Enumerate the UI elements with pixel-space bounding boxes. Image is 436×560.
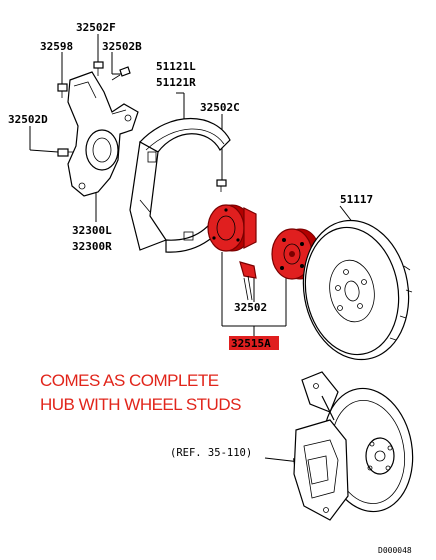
steering-knuckle [67, 71, 139, 197]
hub-bearing-assembly [207, 204, 257, 252]
hub-bolt [239, 261, 257, 301]
brake-rotor [302, 219, 413, 361]
label-32300R: 32300R [72, 240, 112, 253]
note-line-1: COMES AS COMPLETE [40, 371, 219, 390]
bolt-32502C [216, 179, 227, 192]
label-32502C: 32502C [200, 101, 240, 114]
label-32502: 32502 [234, 301, 267, 314]
note-line-2: HUB WITH WHEEL STUDS [40, 395, 241, 414]
label-32300L: 32300L [72, 224, 112, 237]
label-32502F: 32502F [76, 21, 116, 34]
bolt-32598 [57, 83, 68, 98]
label-51117: 51117 [340, 193, 373, 206]
label-32515A: 32515A [231, 337, 271, 350]
label-51121R: 51121R [156, 76, 196, 89]
brake-caliper-assembly [293, 371, 414, 521]
part-labels: 32502F 32598 32502B 51121L 51121R 32502D… [8, 21, 373, 314]
bolt-32502B [111, 66, 131, 81]
diagram-code: D000048 [378, 546, 412, 555]
label-32515A-highlight: 32515A [229, 336, 279, 350]
label-32502D: 32502D [8, 113, 48, 126]
label-32598: 32598 [40, 40, 73, 53]
bolt-32502F [93, 61, 104, 76]
reference-label: (REF. 35-110) [170, 447, 252, 459]
note: COMES AS COMPLETE HUB WITH WHEEL STUDS [40, 371, 242, 414]
label-51121L: 51121L [156, 60, 196, 73]
label-32502B: 32502B [102, 40, 142, 53]
